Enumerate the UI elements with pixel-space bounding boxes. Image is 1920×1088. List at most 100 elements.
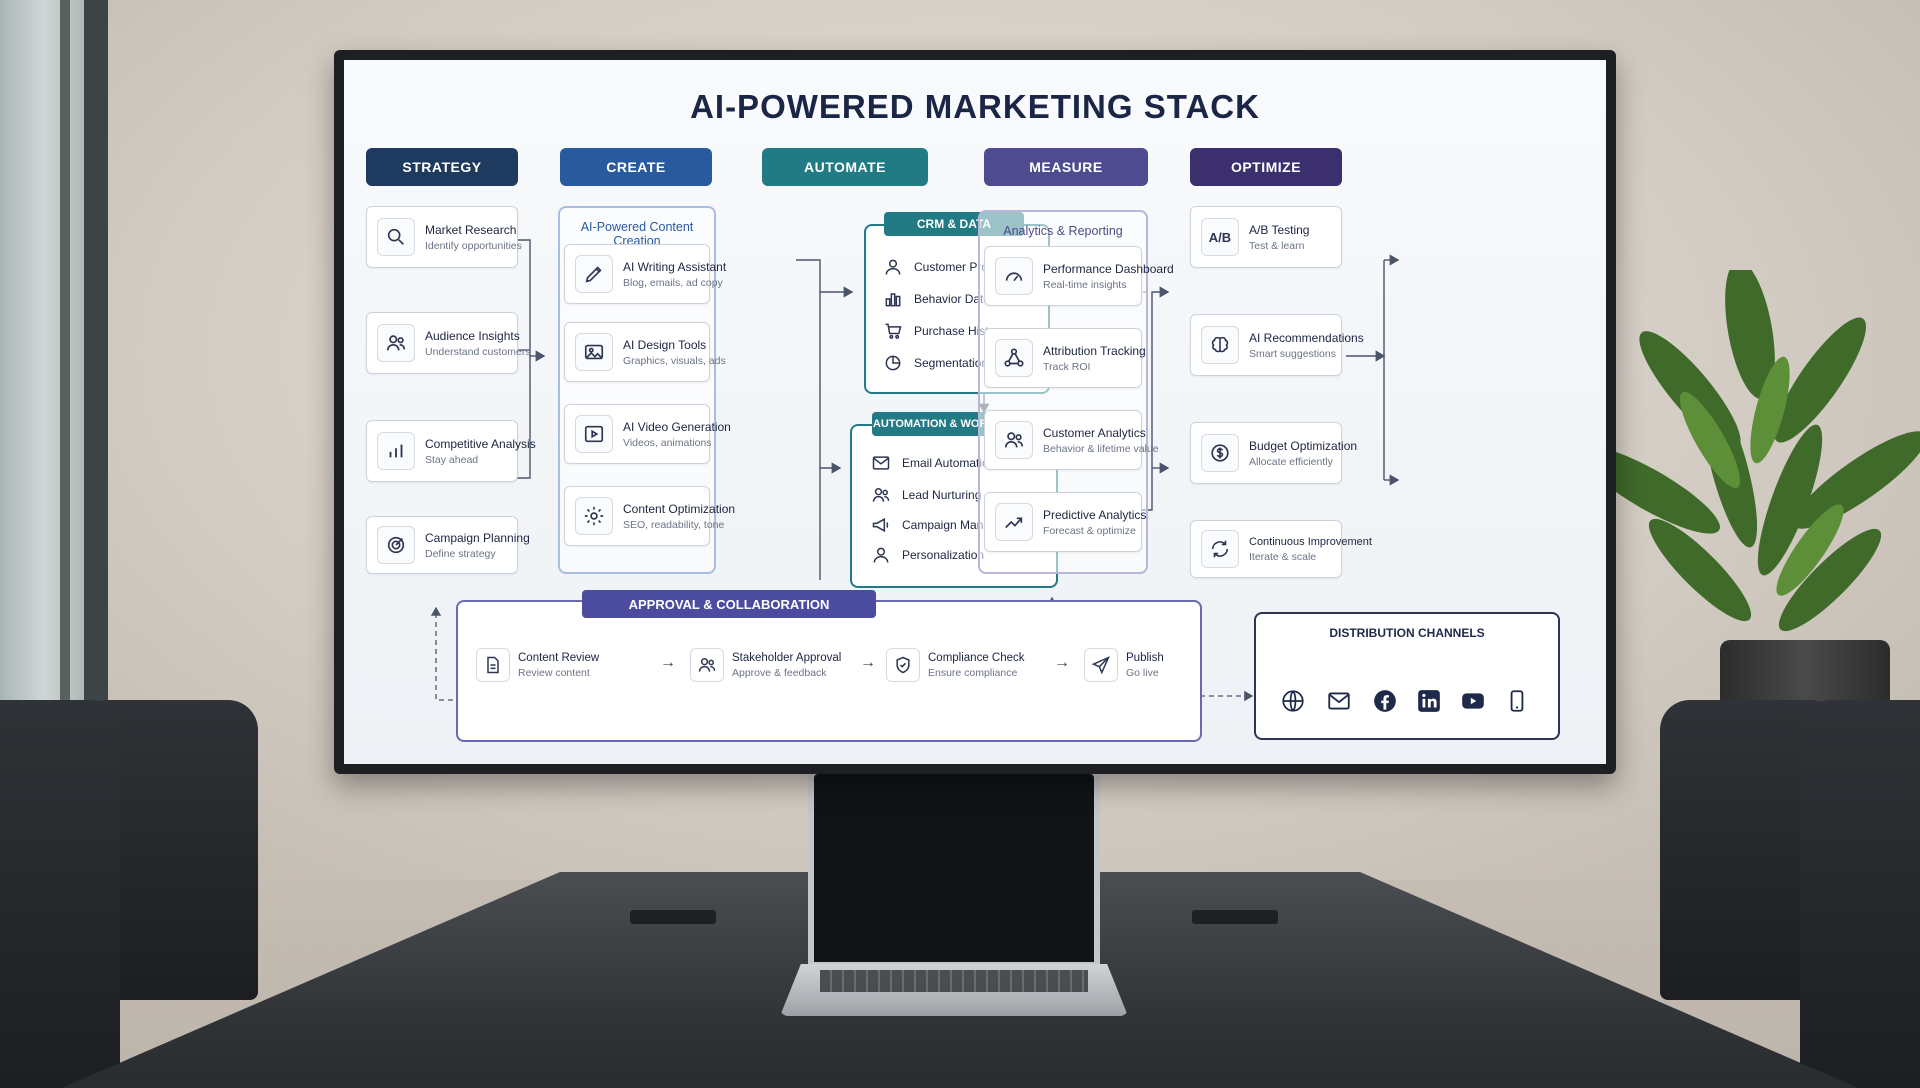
bar-chart-icon — [882, 288, 904, 310]
card-title: Budget Optimization — [1249, 438, 1358, 453]
card-subtitle: Identify opportunities — [425, 239, 522, 252]
card-title: Audience Insights — [425, 328, 520, 343]
users-icon — [870, 484, 892, 506]
mail-icon[interactable] — [1324, 686, 1354, 716]
row-personalization[interactable]: Personalization — [870, 544, 984, 566]
mobile-icon[interactable] — [1502, 686, 1532, 716]
document-icon — [476, 648, 510, 682]
laptop-keyboard — [820, 970, 1088, 992]
target-icon — [377, 526, 415, 564]
row-email-automation[interactable]: Email Automation — [870, 452, 995, 474]
card-title: AI Writing Assistant — [623, 259, 727, 274]
send-icon — [1084, 648, 1118, 682]
row-lead-nurturing[interactable]: Lead Nurturing — [870, 484, 981, 506]
card-subtitle: Track ROI — [1043, 360, 1091, 373]
users-icon — [690, 648, 724, 682]
step-title: Stakeholder Approval — [732, 651, 842, 664]
linkedin-icon[interactable] — [1414, 686, 1444, 716]
row-label: Personalization — [902, 548, 985, 562]
search-icon — [377, 218, 415, 256]
card-title: Market Research — [425, 222, 517, 237]
group-label: DISTRIBUTION CHANNELS — [1329, 626, 1485, 640]
user-icon — [882, 256, 904, 278]
card-title: AI Design Tools — [623, 337, 707, 352]
row-label: Segmentation — [914, 356, 989, 370]
row-behavior-data[interactable]: Behavior Data — [882, 288, 990, 310]
card-subtitle: Graphics, visuals, ads — [623, 354, 726, 367]
card-subtitle: Behavior & lifetime value — [1043, 442, 1159, 455]
youtube-icon[interactable] — [1458, 686, 1488, 716]
card-title: AI Recommendations — [1249, 330, 1364, 345]
card-subtitle: Understand customers — [425, 345, 531, 358]
ab-icon: A/B — [1201, 218, 1239, 256]
phase-automate: AUTOMATE — [762, 148, 928, 186]
row-segmentation[interactable]: Segmentation — [882, 352, 988, 374]
table-port-right — [1192, 910, 1278, 924]
step-publish[interactable]: Publish Go live — [1084, 648, 1164, 682]
step-subtitle: Approve & feedback — [732, 666, 827, 679]
card-title: Performance Dashboard — [1043, 261, 1174, 276]
network-icon — [995, 339, 1033, 377]
monitor-screen: AI-POWERED MARKETING STACK STRATEGY CREA… — [344, 60, 1606, 764]
card-title: Competitive Analysis — [425, 436, 536, 451]
card-title: Attribution Tracking — [1043, 343, 1146, 358]
card-subtitle: Iterate & scale — [1249, 550, 1317, 563]
image-icon — [575, 333, 613, 371]
bar-chart-icon — [377, 432, 415, 470]
shield-icon — [886, 648, 920, 682]
card-title: Content Optimization — [623, 501, 736, 516]
card-subtitle: Forecast & optimize — [1043, 524, 1136, 537]
phase-optimize: OPTIMIZE — [1190, 148, 1342, 186]
card-subtitle: Allocate efficiently — [1249, 455, 1333, 468]
brain-icon — [1201, 326, 1239, 364]
arrow-right-icon: → — [860, 654, 876, 671]
mail-icon — [870, 452, 892, 474]
row-label: Lead Nurturing — [902, 488, 982, 502]
gear-icon — [575, 497, 613, 535]
phase-strategy: STRATEGY — [366, 148, 518, 186]
group-distribution-channels: DISTRIBUTION CHANNELS — [1254, 612, 1560, 740]
globe-icon[interactable] — [1278, 686, 1308, 716]
card-subtitle: Videos, animations — [623, 436, 712, 449]
row-label: Email Automation — [902, 456, 996, 470]
step-subtitle: Go live — [1126, 666, 1159, 679]
user-icon — [870, 544, 892, 566]
chair-left-front — [0, 700, 120, 1088]
step-title: Publish — [1126, 651, 1164, 664]
wall-monitor: AI-POWERED MARKETING STACK STRATEGY CREA… — [334, 50, 1616, 774]
pie-chart-icon — [882, 352, 904, 374]
facebook-icon[interactable] — [1370, 686, 1400, 716]
arrow-right-icon: → — [660, 654, 676, 671]
card-title: A/B Testing — [1249, 222, 1310, 237]
card-title: Continuous Improvement — [1249, 535, 1372, 548]
trend-icon — [995, 503, 1033, 541]
phase-measure: MEASURE — [984, 148, 1148, 186]
gauge-icon — [995, 257, 1033, 295]
laptop-screen — [808, 768, 1100, 968]
step-title: Content Review — [518, 651, 600, 664]
plant — [1580, 270, 1920, 632]
card-title: Predictive Analytics — [1043, 507, 1147, 522]
card-subtitle: Real-time insights — [1043, 278, 1127, 291]
refresh-icon — [1201, 530, 1239, 568]
card-subtitle: Stay ahead — [425, 453, 479, 466]
